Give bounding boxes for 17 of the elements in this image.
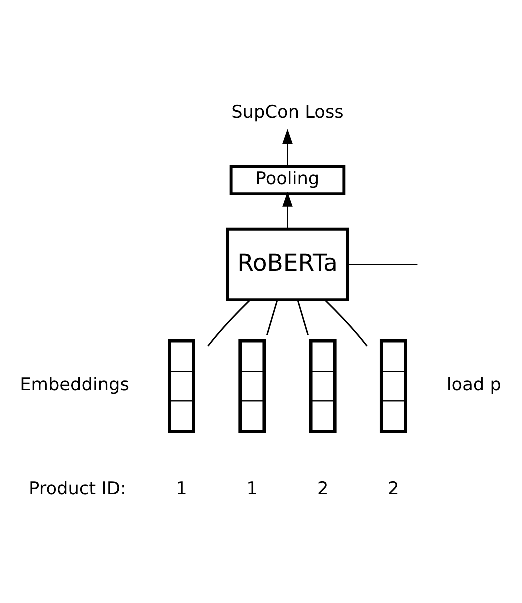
- label: 1: [176, 479, 188, 500]
- connector: [348, 263, 418, 265]
- label: Embeddings: [20, 375, 130, 396]
- label: Product ID:: [29, 479, 126, 500]
- connector: [297, 300, 309, 336]
- label: 2: [388, 479, 400, 500]
- label: load p: [446, 375, 502, 396]
- label: 2: [317, 479, 329, 500]
- label: 1: [246, 479, 258, 500]
- connector: [266, 300, 278, 336]
- arrow: [282, 128, 293, 166]
- arrow: [282, 192, 293, 229]
- connector: [208, 299, 251, 346]
- node-box: RoBERTa: [226, 227, 350, 301]
- node-text: SupCon Loss: [232, 102, 344, 122]
- connector: [324, 299, 368, 346]
- node-box: Pooling: [230, 164, 346, 196]
